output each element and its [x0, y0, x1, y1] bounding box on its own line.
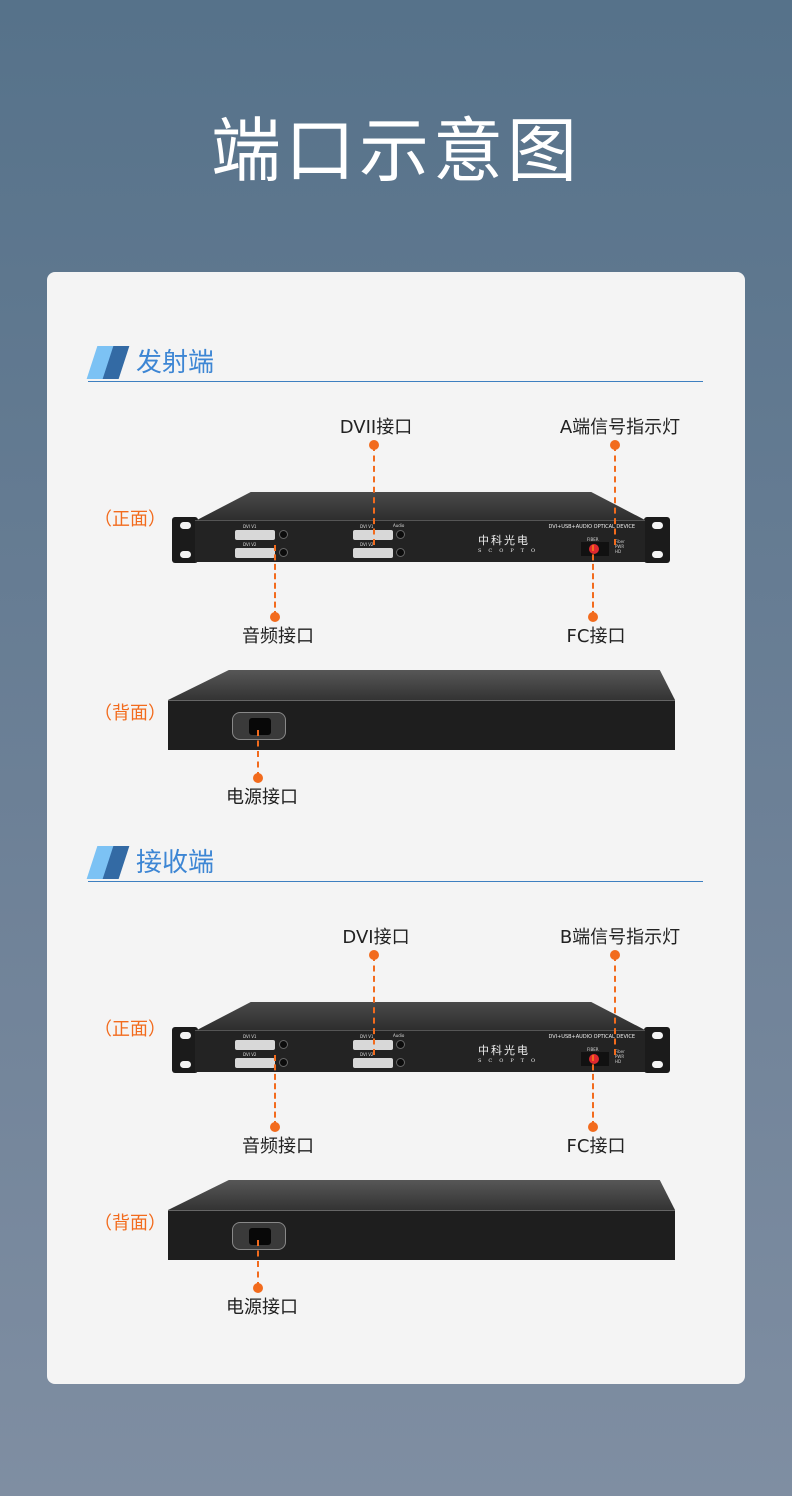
rack-ear-left: [172, 1027, 198, 1073]
callout-line: [274, 1055, 276, 1127]
dvi-port: [235, 530, 275, 540]
audio-label: Audio: [393, 523, 405, 528]
back-label: （背面）: [94, 1213, 166, 1234]
page-title: 端口示意图: [211, 110, 581, 192]
audio-jack: [396, 548, 405, 557]
fc-port: [581, 1052, 609, 1066]
audio-jack: [279, 1058, 288, 1067]
dvi-label: DVI V1: [243, 1034, 257, 1039]
callout-dot: [253, 773, 263, 783]
device-top: [168, 670, 675, 700]
back-panel-device: [0, 1180, 792, 1262]
dvi-label: DVI V2: [360, 542, 374, 547]
rack-ear-left: [172, 517, 198, 563]
dvi-port: [353, 548, 393, 558]
dvi-port: [235, 1040, 275, 1050]
power-port-label: 电源接口: [226, 1297, 298, 1318]
dvi-label: DVI V2: [360, 1052, 374, 1057]
callout-dot: [588, 1122, 598, 1132]
callout-dot: [588, 612, 598, 622]
power-socket: [232, 712, 286, 740]
dvi-label: DVI V1: [243, 524, 257, 529]
signal-indicator-label: B端信号指示灯: [559, 927, 681, 948]
audio-jack: [396, 530, 405, 539]
callout-line: [257, 730, 259, 778]
dvi-port: [353, 1058, 393, 1068]
audio-label: Audio: [393, 1033, 405, 1038]
audio-jack: [396, 1040, 405, 1049]
audio-jack: [396, 1058, 405, 1067]
section-title: 接收端: [136, 848, 215, 878]
fc-port-label: FC接口: [566, 626, 626, 647]
callout-line: [614, 955, 616, 1055]
dvi-label: DVI V2: [243, 542, 257, 547]
back-panel-device: [0, 670, 792, 752]
callout-line: [274, 545, 276, 617]
fiber-label: FIBER: [587, 537, 599, 542]
section-header: 接收端: [86, 846, 703, 882]
callout-dot: [253, 1283, 263, 1293]
section-transmitter: 发射端 DVII接口 A端信号指示灯 （正面） DVI V1 DVI V2 DV…: [0, 330, 792, 808]
audio-jack: [279, 548, 288, 557]
back-label: （背面）: [94, 703, 166, 724]
fc-port-label: FC接口: [566, 1136, 626, 1157]
dvi-port: [235, 1058, 275, 1068]
fiber-label: FIBER: [587, 1047, 599, 1052]
dvi-port-label: DVII接口: [339, 417, 413, 438]
power-socket: [232, 1222, 286, 1250]
callout-line: [257, 1240, 259, 1288]
callout-line: [373, 955, 375, 1055]
dvi-port-label: DVI接口: [342, 927, 410, 948]
callout-line: [614, 445, 616, 545]
rack-ear-right: [644, 1027, 670, 1073]
audio-port-label: 音频接口: [242, 626, 314, 647]
dvi-label: DVI V2: [243, 1052, 257, 1057]
device-name: DVI+USB+AUDIO OPTICAL DEVICE: [548, 524, 635, 530]
fc-port: [581, 542, 609, 556]
dvi-label: DVI V1: [360, 1034, 374, 1039]
device-top: [197, 1002, 645, 1030]
section-header: 发射端: [86, 346, 703, 382]
callout-dot: [270, 612, 280, 622]
device-back: [168, 700, 675, 750]
device-top: [168, 1180, 675, 1210]
device-top: [197, 492, 645, 520]
callout-line: [592, 1055, 594, 1127]
callout-line: [373, 445, 375, 545]
section-title: 发射端: [136, 348, 215, 378]
dvi-port: [235, 548, 275, 558]
front-label: （正面）: [94, 1019, 166, 1040]
signal-indicator-label: A端信号指示灯: [559, 417, 681, 438]
power-port-label: 电源接口: [226, 787, 298, 808]
device-name: DVI+USB+AUDIO OPTICAL DEVICE: [548, 1034, 635, 1040]
rack-ear-right: [644, 517, 670, 563]
audio-jack: [279, 530, 288, 539]
callout-line: [592, 545, 594, 617]
dvi-label: DVI V1: [360, 524, 374, 529]
section-receiver: 接收端 DVI接口 B端信号指示灯 （正面） DVI V1 DVI V2 DVI…: [0, 840, 792, 1318]
front-label: （正面）: [94, 509, 166, 530]
callout-dot: [270, 1122, 280, 1132]
device-back: [168, 1210, 675, 1260]
audio-jack: [279, 1040, 288, 1049]
audio-port-label: 音频接口: [242, 1136, 314, 1157]
